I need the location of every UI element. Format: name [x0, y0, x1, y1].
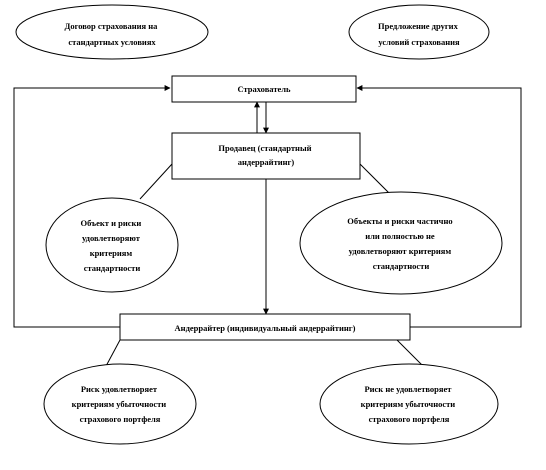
node-objects-partial: Объекты и риски частично или полностью н…	[299, 191, 503, 295]
node-seller-shape	[171, 132, 361, 180]
node-other-terms-shape	[348, 4, 490, 60]
node-contract-standard-shape	[15, 4, 209, 60]
node-insurer-shape	[171, 75, 357, 103]
node-insurer-label: Страхователь	[237, 84, 291, 94]
connectors	[13, 85, 522, 369]
connector-underwriter-to-risk-meets	[104, 339, 121, 369]
node-risk-not-meets: Риск не удовлетворяет критериям убыточно…	[319, 363, 499, 445]
node-risk-meets-shape	[43, 363, 197, 445]
node-other-terms-label: Предложение других условий страхования	[378, 21, 460, 47]
node-objects-partial-label: Объекты и риски частично или полностью н…	[347, 216, 455, 271]
node-objects-meet-label: Объект и риски удовлетворяют критериям с…	[81, 218, 144, 273]
node-risk-meets: Риск удовлетворяет критериям убыточности…	[43, 363, 197, 445]
connector-underwriter-to-insurer-right	[356, 85, 522, 328]
node-objects-partial-shape	[299, 191, 503, 295]
node-contract-standard-label: Договор страхования на стандартных услов…	[64, 21, 159, 47]
connector-underwriter-to-risk-not-meets	[396, 339, 426, 369]
node-insurer: Страхователь	[171, 75, 357, 103]
connector-underwriter-to-insurer-left	[13, 85, 171, 328]
node-risk-meets-label: Риск удовлетворяет критериям убыточности…	[72, 384, 169, 424]
node-underwriter: Андеррайтер (индивидуальный андеррайтинг…	[119, 313, 411, 341]
node-risk-not-meets-label: Риск не удовлетворяет критериям убыточно…	[361, 384, 458, 424]
connector-seller-to-objects-meet	[139, 163, 173, 200]
node-contract-standard: Договор страхования на стандартных услов…	[15, 4, 209, 60]
node-objects-meet: Объект и риски удовлетворяют критериям с…	[45, 197, 179, 293]
node-underwriter-shape	[119, 313, 411, 341]
node-risk-not-meets-shape	[319, 363, 499, 445]
node-seller: Продавец (стандартный андеррайтинг)	[171, 132, 361, 180]
node-other-terms: Предложение других условий страхования	[348, 4, 490, 60]
node-objects-meet-shape	[45, 197, 179, 293]
node-underwriter-label: Андеррайтер (индивидуальный андеррайтинг…	[175, 323, 356, 333]
node-seller-label: Продавец (стандартный андеррайтинг)	[218, 143, 313, 167]
